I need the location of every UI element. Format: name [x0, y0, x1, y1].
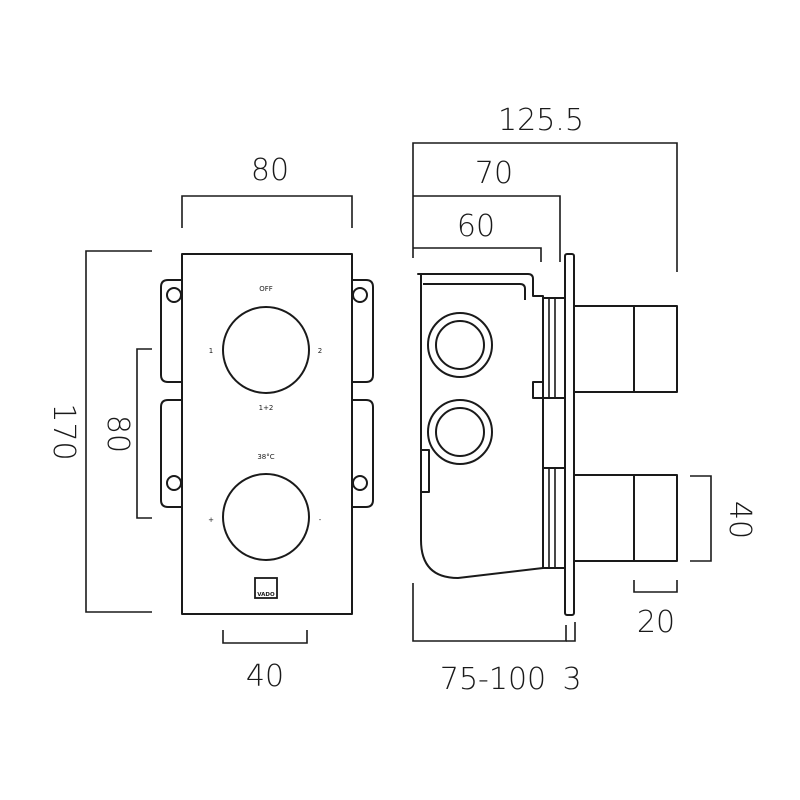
dim-line-handle-width	[690, 475, 712, 562]
dim-handle-length-20: 20	[637, 605, 675, 640]
logo-text: VADO	[257, 592, 275, 598]
label-plus: +	[208, 516, 214, 524]
lug-hole-bottom-left	[166, 475, 182, 491]
front-view: OFF 1 2 1+2 38°C + - VADO 80 170 80 40	[46, 153, 374, 694]
faceplate	[181, 253, 353, 615]
body-lip	[423, 283, 526, 300]
temperature-handle	[222, 473, 310, 561]
label-off: OFF	[259, 285, 273, 293]
spindle-housing-upper	[542, 297, 566, 399]
lug-hole-top-right	[352, 287, 368, 303]
dim-width-80: 80	[251, 153, 289, 188]
body-notch	[421, 449, 430, 493]
handle-side-upper	[573, 305, 678, 393]
dim-line-height	[85, 250, 152, 613]
dim-line-handle-diameter	[222, 630, 308, 644]
spindle-housing-lower	[542, 467, 566, 569]
flow-handle	[222, 306, 310, 394]
label-outlet-1: 1	[209, 347, 213, 355]
spindle-grooves-lower	[548, 468, 556, 568]
faceplate-side	[564, 253, 575, 616]
lug-hole-top-left	[166, 287, 182, 303]
dim-overall-depth-125-5: 125.5	[498, 103, 584, 138]
dim-line-body-depth	[413, 247, 542, 262]
lug-bottom-right	[352, 399, 374, 508]
label-minus: -	[319, 516, 322, 524]
dim-line-spacing	[136, 348, 152, 519]
dim-line-wall-depth	[412, 583, 567, 642]
lug-top-left	[160, 279, 182, 383]
mounting-lugs	[160, 279, 374, 508]
dim-handle-diameter-40: 40	[246, 659, 284, 694]
inlet-port-upper-outer	[427, 312, 493, 378]
label-temperature: 38°C	[257, 453, 274, 461]
dim-spacing-80: 80	[100, 415, 135, 453]
dim-handle-width-40: 40	[722, 501, 757, 539]
dim-line-depth-to-plate	[413, 195, 561, 262]
dim-body-depth-60: 60	[457, 209, 495, 244]
inlet-port-upper-inner	[435, 320, 485, 370]
lug-top-right	[352, 279, 374, 383]
brand-logo: VADO	[254, 577, 278, 599]
inlet-port-lower-inner	[435, 407, 485, 457]
dim-line-width	[181, 195, 353, 228]
dim-depth-to-plate-70: 70	[475, 156, 513, 191]
spindle-grooves-upper	[548, 298, 556, 398]
dim-line-overall-depth	[412, 142, 678, 272]
dim-height-170: 170	[46, 403, 81, 460]
body-tab	[532, 381, 544, 399]
dim-wall-depth-75-100: 75-100	[440, 662, 546, 697]
lug-hole-bottom-right	[352, 475, 368, 491]
logo-box	[254, 577, 278, 599]
label-outlet-2: 2	[318, 347, 322, 355]
label-outlet-both: 1+2	[259, 404, 274, 412]
lug-bottom-left	[160, 399, 182, 508]
side-view: 125.5 70 60 75-100 3 40 20	[412, 103, 757, 697]
dim-line-handle-length	[633, 580, 678, 593]
inlet-port-lower-outer	[427, 399, 493, 465]
handle-side-lower	[573, 474, 678, 562]
dim-plate-thickness-3: 3	[562, 662, 581, 697]
dim-line-plate-thickness	[566, 622, 576, 642]
